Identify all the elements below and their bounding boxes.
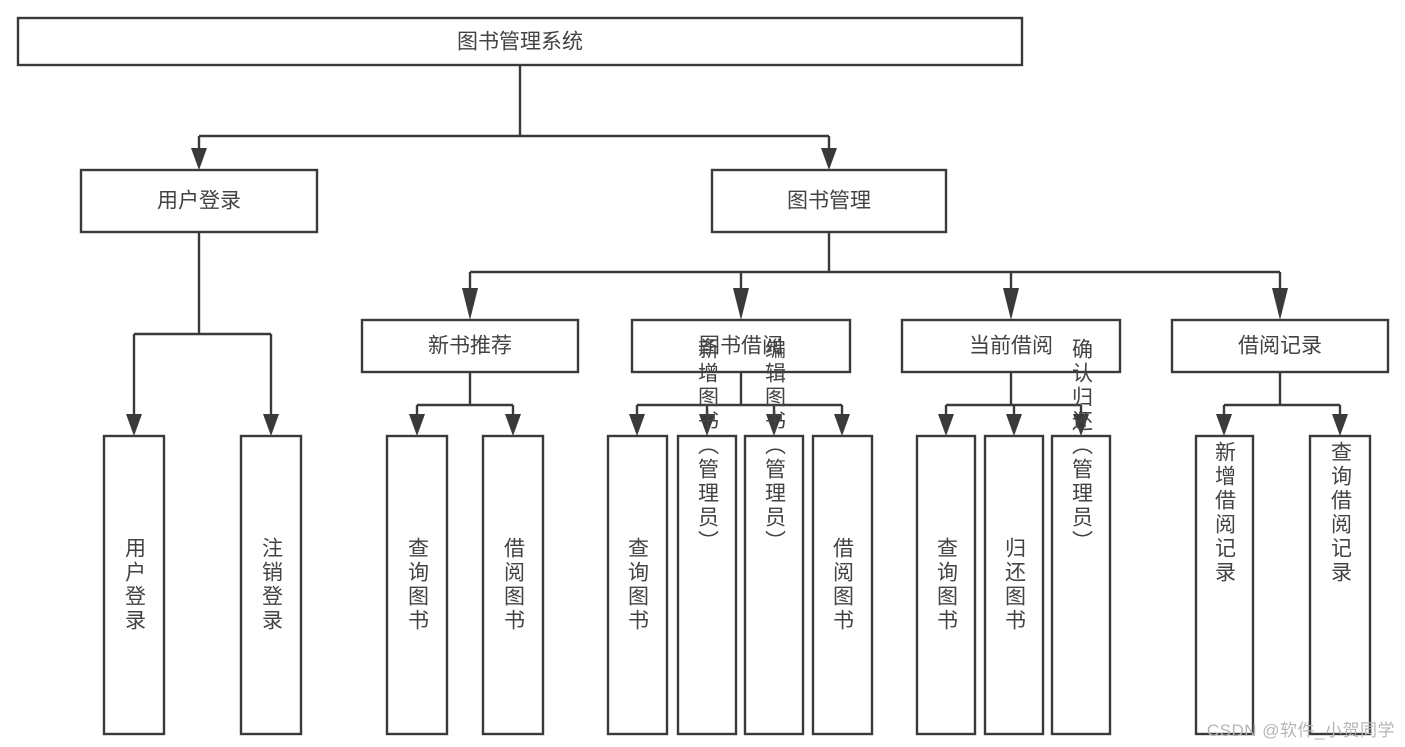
arrow-head-leaf-logout [263, 414, 279, 436]
node-leaf-query-book-2-label: 查询图书 [626, 537, 650, 633]
arrow-head-new-book-rec [462, 288, 478, 320]
arrow-head-leaf-query-record [1332, 414, 1348, 436]
node-leaf-query-book-3[interactable]: 查询图书 [915, 434, 977, 736]
node-leaf-query-book-1-box[interactable] [385, 434, 449, 736]
node-leaf-confirm-return-box[interactable] [1050, 434, 1112, 736]
arrow-head-user-login [191, 148, 207, 170]
arrow-head-borrow-record [1272, 288, 1288, 320]
node-new-book-rec-box[interactable] [360, 318, 580, 374]
node-book-borrow[interactable]: 图书借阅 [630, 318, 852, 374]
node-new-book-rec[interactable]: 新书推荐 [360, 318, 580, 374]
node-leaf-borrow-book-2-box[interactable] [811, 434, 874, 736]
connector-layer [126, 65, 1348, 436]
node-leaf-borrow-book-1-label: 借阅图书 [502, 537, 526, 633]
node-leaf-add-book-label: 新增图书（管理员） [696, 338, 720, 554]
node-user-login-label: 用户登录 [157, 190, 241, 213]
node-current-borrow[interactable]: 当前借阅 [900, 318, 1122, 374]
node-leaf-confirm-return[interactable]: 确认归还（管理员） [1050, 338, 1112, 736]
node-leaf-logout[interactable]: 注销登录 [239, 434, 303, 736]
node-leaf-edit-book[interactable]: 编辑图书（管理员） [743, 338, 805, 736]
node-new-book-rec-label: 新书推荐 [428, 335, 512, 358]
node-leaf-edit-book-label: 编辑图书（管理员） [763, 338, 787, 554]
node-book-borrow-box[interactable] [630, 318, 852, 374]
arrow-head-leaf-query-book-1 [409, 414, 425, 436]
node-leaf-user-login[interactable]: 用户登录 [102, 434, 166, 736]
node-leaf-borrow-book-2-label: 借阅图书 [831, 537, 855, 633]
node-leaf-return-book-box[interactable] [983, 434, 1045, 736]
node-leaf-borrow-book-1-box[interactable] [481, 434, 545, 736]
arrow-head-leaf-borrow-book-2 [834, 414, 850, 436]
node-leaf-borrow-book-1[interactable]: 借阅图书 [481, 434, 545, 736]
node-leaf-add-record[interactable]: 新增借阅记录 [1194, 434, 1255, 736]
arrow-head-leaf-query-book-3 [938, 414, 954, 436]
node-user-login[interactable]: 用户登录 [79, 168, 319, 234]
node-leaf-add-record-label: 新增借阅记录 [1213, 441, 1237, 585]
node-book-manage-label: 图书管理 [787, 190, 871, 213]
node-book-borrow-label: 图书借阅 [699, 335, 783, 358]
node-leaf-logout-box[interactable] [239, 434, 303, 736]
node-leaf-user-login-box[interactable] [102, 434, 166, 736]
arrow-head-leaf-add-record [1216, 414, 1232, 436]
node-leaf-edit-book-box[interactable] [743, 434, 805, 736]
arrow-head-leaf-return-book [1006, 414, 1022, 436]
node-current-borrow-box[interactable] [900, 318, 1122, 374]
node-borrow-record-label: 借阅记录 [1238, 335, 1322, 358]
node-book-manage-box[interactable] [710, 168, 948, 234]
node-leaf-query-book-1[interactable]: 查询图书 [385, 434, 449, 736]
node-root-box[interactable] [16, 16, 1024, 67]
node-leaf-return-book-label: 归还图书 [1003, 537, 1027, 633]
node-leaf-return-book[interactable]: 归还图书 [983, 434, 1045, 736]
node-borrow-record[interactable]: 借阅记录 [1170, 318, 1390, 374]
node-leaf-user-login-label: 用户登录 [123, 537, 147, 633]
arrow-head-leaf-query-book-2 [629, 414, 645, 436]
arrow-head-book-borrow [733, 288, 749, 320]
node-user-login-box[interactable] [79, 168, 319, 234]
node-leaf-borrow-book-2[interactable]: 借阅图书 [811, 434, 874, 736]
node-leaf-add-record-box[interactable] [1194, 434, 1255, 736]
node-leaf-query-record[interactable]: 查询借阅记录 [1308, 434, 1372, 736]
node-leaf-query-record-label: 查询借阅记录 [1329, 441, 1353, 585]
node-root[interactable]: 图书管理系统 [16, 16, 1024, 67]
node-leaf-logout-label: 注销登录 [260, 537, 284, 633]
arrow-head-book-manage [821, 148, 837, 170]
arrow-head-leaf-edit-book [766, 414, 782, 436]
arrow-head-leaf-user-login [126, 414, 142, 436]
node-leaf-query-book-3-box[interactable] [915, 434, 977, 736]
node-leaf-query-book-1-label: 查询图书 [406, 537, 430, 633]
node-leaf-add-book-box[interactable] [676, 434, 738, 736]
node-leaf-query-book-2-box[interactable] [606, 434, 669, 736]
node-leaf-query-book-2[interactable]: 查询图书 [606, 434, 669, 736]
arrow-head-leaf-borrow-book-1 [505, 414, 521, 436]
node-borrow-record-box[interactable] [1170, 318, 1390, 374]
arrow-head-leaf-add-book [699, 414, 715, 436]
node-leaf-add-book[interactable]: 新增图书（管理员） [676, 338, 738, 736]
node-leaf-query-record-box[interactable] [1308, 434, 1372, 736]
arrow-head-leaf-confirm-return [1073, 414, 1089, 436]
node-leaf-confirm-return-label: 确认归还（管理员） [1070, 338, 1094, 554]
node-current-borrow-label: 当前借阅 [969, 335, 1053, 358]
node-leaf-query-book-3-label: 查询图书 [935, 537, 959, 633]
node-book-manage[interactable]: 图书管理 [710, 168, 948, 234]
node-root-label: 图书管理系统 [457, 31, 583, 54]
arrow-head-current-borrow [1003, 288, 1019, 320]
